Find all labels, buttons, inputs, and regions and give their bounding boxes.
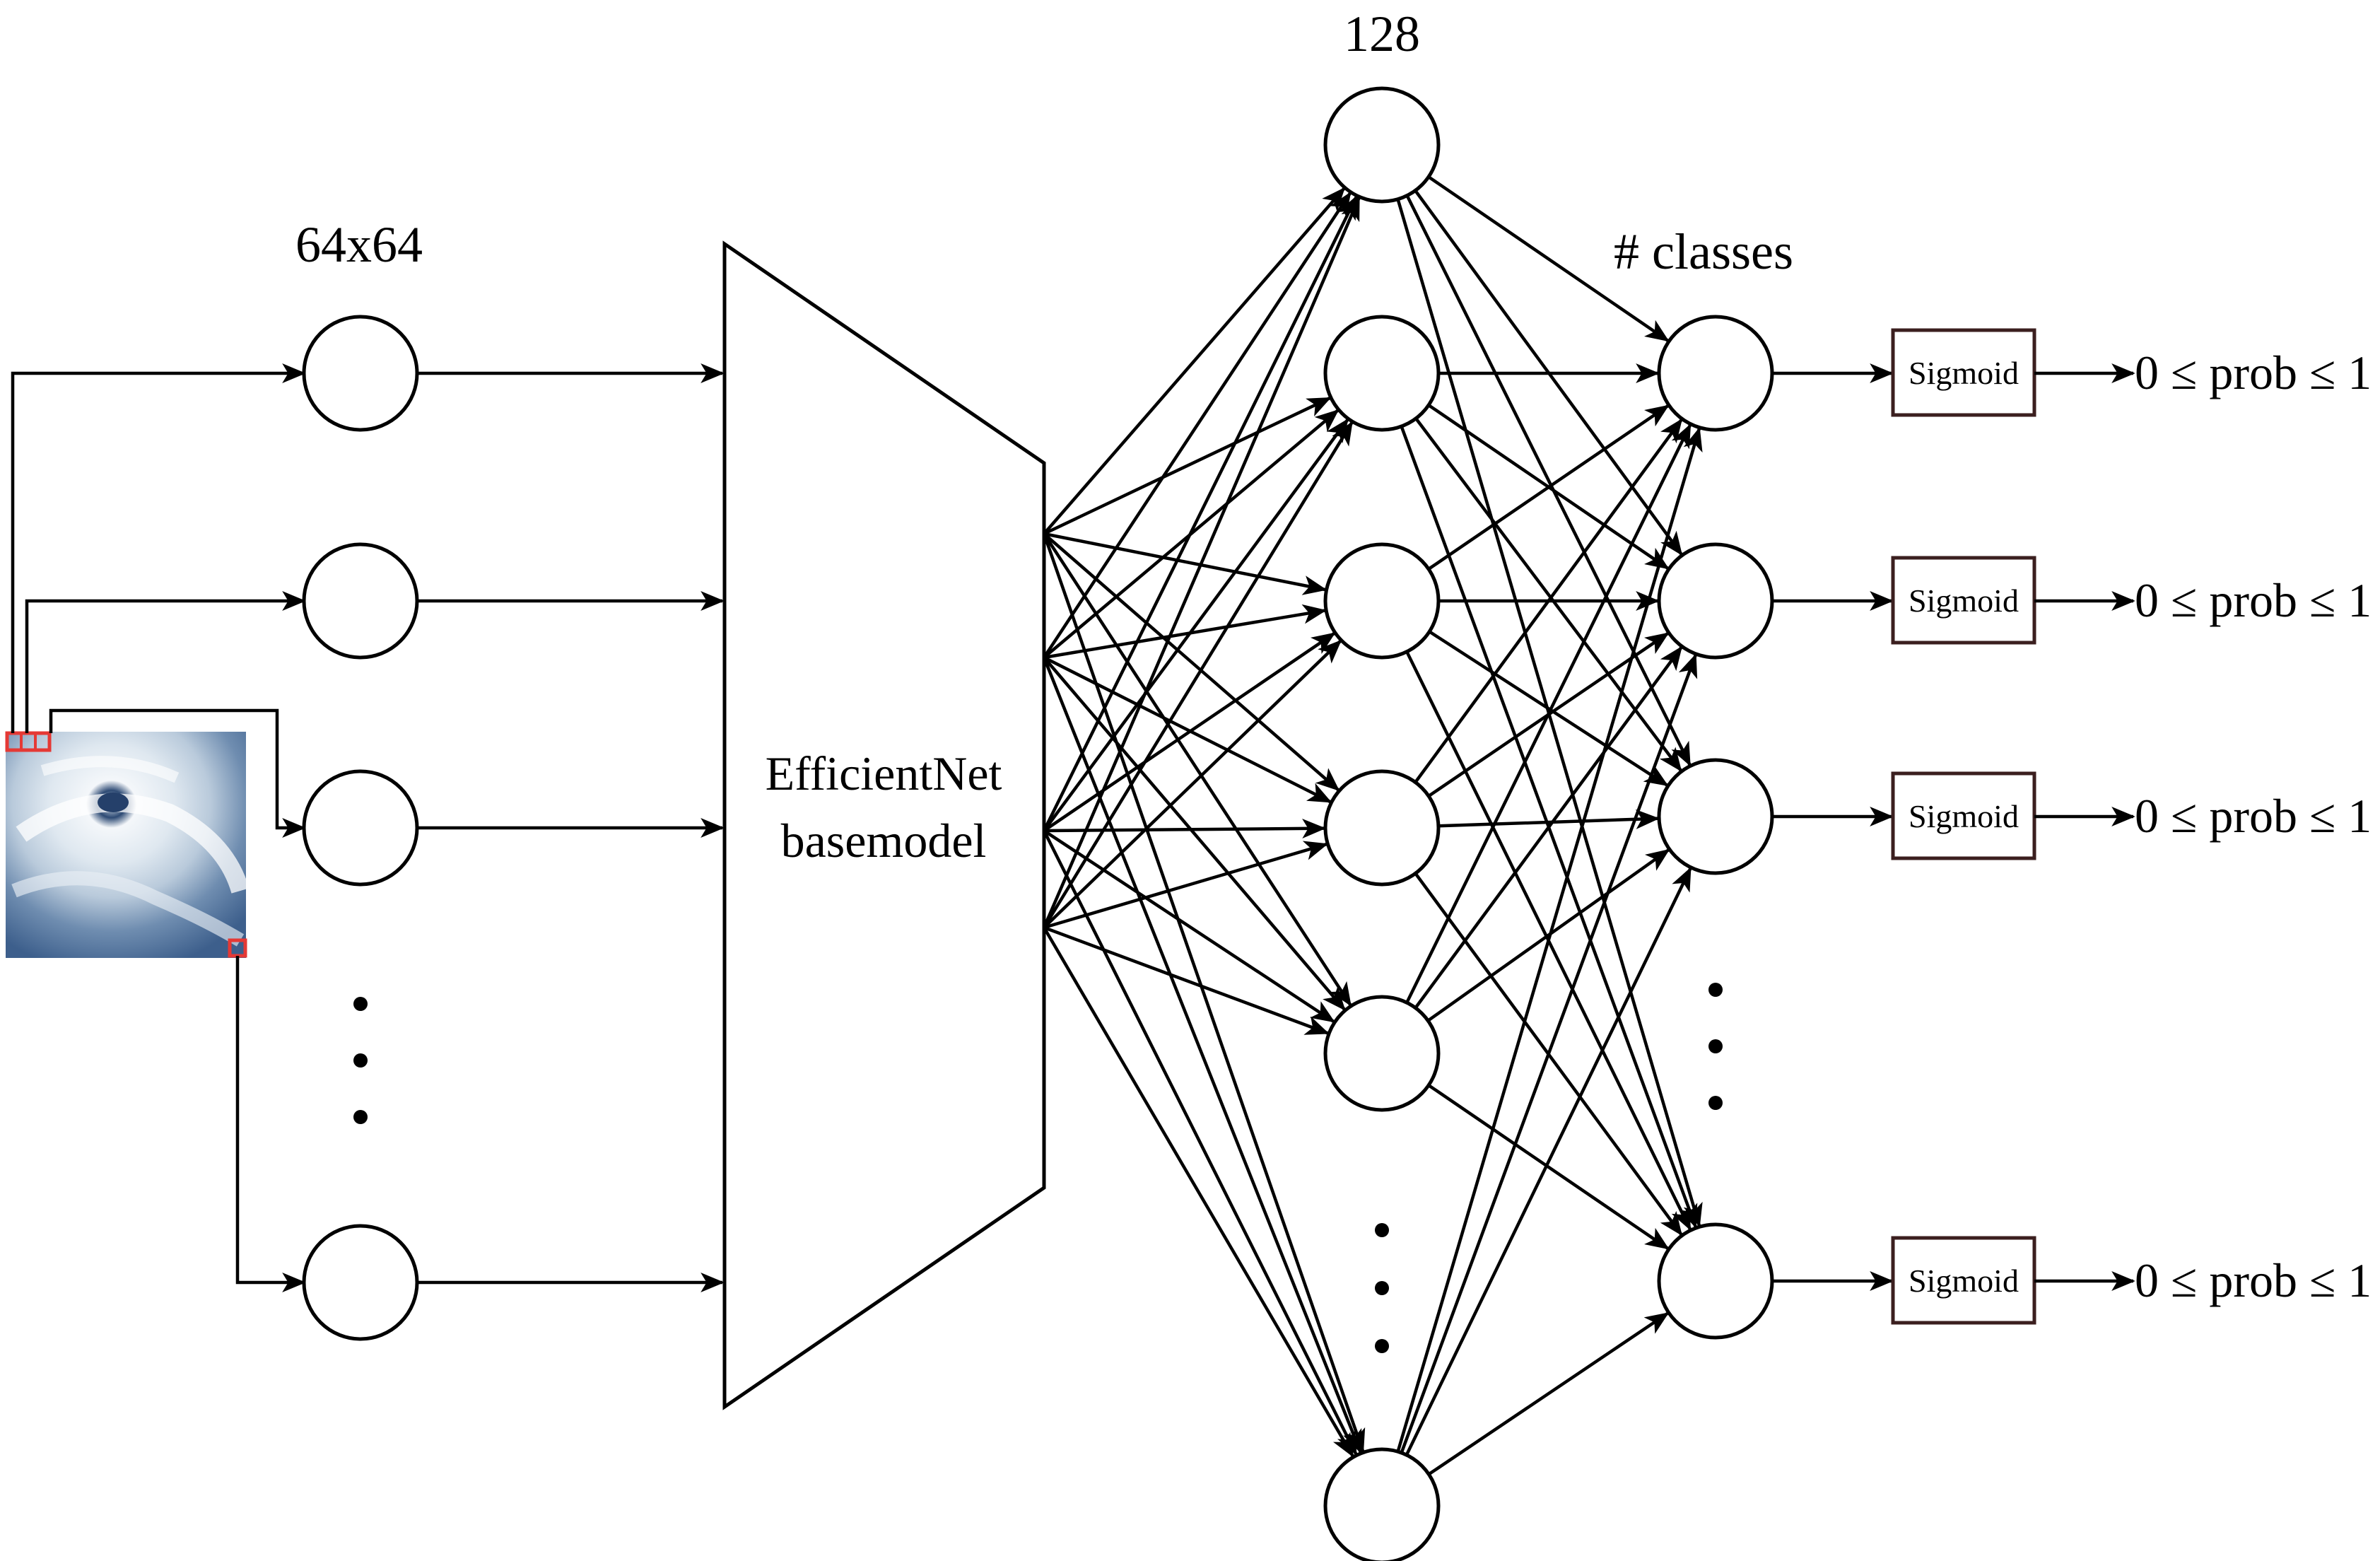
connection-edge (1043, 604, 1327, 660)
output-size-label: # classes (1614, 223, 1793, 280)
sigmoid-label: Sigmoid (1909, 583, 2019, 619)
output-range-label: 0 ≤ prob ≤ 1 (2135, 346, 2372, 399)
sigmoid-label: Sigmoid (1909, 1263, 2019, 1299)
hurricane-satellite-image (5, 731, 250, 958)
connection-edge (1438, 809, 1660, 829)
input-to-basemodel-edges (417, 363, 725, 1292)
hidden-node (1323, 315, 1441, 432)
connection-edge (1427, 175, 1670, 342)
input-node (302, 1224, 419, 1341)
connection-edge (1428, 630, 1669, 787)
sigmoid-label: Sigmoid (1909, 798, 2019, 834)
connection-edge (1427, 404, 1670, 571)
connection-edge (1405, 423, 1692, 1004)
efficientnet-basemodel-block: EfficientNet basemodel (722, 240, 1046, 1410)
connection-edge (1043, 397, 1332, 536)
hidden-ellipsis (1375, 1223, 1389, 1353)
connection-edge (1043, 421, 1354, 929)
connection-edge (1042, 196, 1361, 928)
output-node (1657, 315, 1774, 432)
connection-edge (1427, 1084, 1670, 1250)
connection-edge (1043, 418, 1349, 832)
sigmoid-row: Sigmoid 0 ≤ prob ≤ 1 (1772, 771, 2372, 860)
sigmoid-box (1891, 1236, 2036, 1325)
hidden-node (1323, 1447, 1441, 1561)
sigmoid-row: Sigmoid 0 ≤ prob ≤ 1 (1772, 1236, 2372, 1325)
connection-edge (1428, 1311, 1670, 1476)
connection-edge (1043, 632, 1336, 832)
connection-edge (1043, 640, 1342, 929)
connection-edge (1042, 657, 1362, 1454)
connection-edge (1042, 195, 1358, 831)
output-layer (1657, 315, 1774, 1340)
input-node (302, 769, 419, 887)
basemodel-to-hidden-edges (1042, 187, 1366, 1458)
output-range-label: 0 ≤ prob ≤ 1 (2135, 573, 2372, 627)
output-node (1657, 1222, 1774, 1340)
basemodel-label-line2: basemodel (781, 814, 987, 867)
connection-edge (1400, 653, 1698, 1454)
input-size-label: 64x64 (295, 216, 423, 273)
connection-edge (1043, 829, 1335, 1023)
input-ellipsis (353, 997, 368, 1124)
connection-edge (1043, 532, 1340, 792)
input-feed-edges (11, 363, 306, 1292)
connection-edge (1426, 848, 1670, 1022)
connection-edge (1043, 187, 1346, 535)
connection-edge (1405, 194, 1692, 767)
sigmoid-row: Sigmoid 0 ≤ prob ≤ 1 (1772, 556, 2372, 645)
output-range-label: 0 ≤ prob ≤ 1 (2135, 789, 2372, 843)
connection-edge (1043, 926, 1354, 1458)
hidden-size-label: 128 (1344, 6, 1420, 62)
connection-edge (1043, 532, 1327, 595)
connection-edge (1043, 656, 1346, 1011)
input-node (302, 542, 419, 660)
hidden-node (1323, 542, 1441, 660)
connection-edge (1414, 418, 1683, 783)
output-node (1657, 758, 1774, 875)
sigmoid-box (1891, 328, 2036, 417)
connection-edge (1043, 841, 1329, 930)
hidden-layer (1323, 86, 1441, 1561)
sigmoid-label: Sigmoid (1909, 355, 2019, 391)
sigmoid-row: Sigmoid 0 ≤ prob ≤ 1 (1772, 328, 2372, 417)
connection-edge (1405, 867, 1692, 1456)
connection-edge (1043, 925, 1330, 1035)
output-ellipsis (1708, 983, 1723, 1110)
hidden-node (1323, 769, 1441, 887)
basemodel-label-line1: EfficientNet (766, 747, 1002, 800)
connection-edge (1396, 426, 1703, 1452)
output-node (1657, 542, 1774, 660)
sigmoid-box (1891, 771, 2036, 860)
connection-edge (1042, 533, 1366, 1454)
hidden-to-output-edges (1396, 175, 1703, 1476)
connection-edge (1414, 417, 1682, 772)
connection-edge (1043, 532, 1352, 1007)
connection-edge (1042, 829, 1358, 1456)
connection-edge (1414, 645, 1683, 1009)
input-node (302, 315, 419, 432)
hidden-node (1323, 995, 1441, 1112)
input-layer (302, 315, 419, 1341)
output-range-label: 0 ≤ prob ≤ 1 (2135, 1253, 2372, 1307)
connection-edge (1043, 192, 1352, 659)
connection-edge (1043, 655, 1332, 804)
hidden-node (1323, 86, 1441, 204)
connection-edge (1043, 818, 1326, 838)
